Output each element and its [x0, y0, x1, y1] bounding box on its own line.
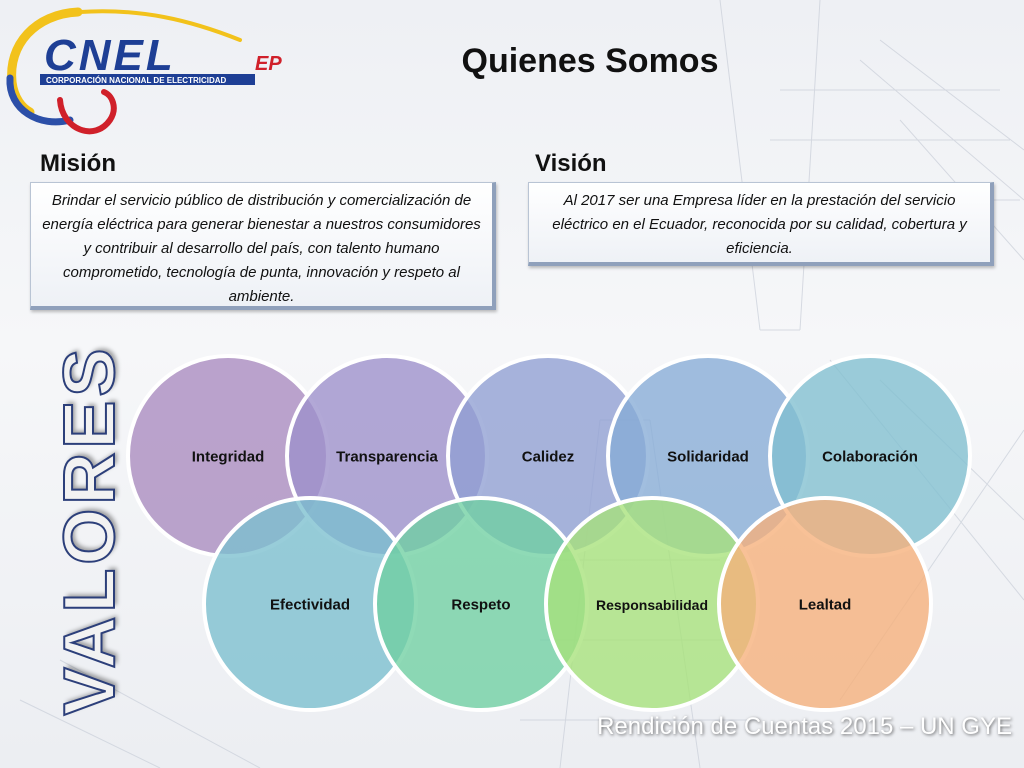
value-label: Transparencia: [336, 448, 438, 466]
value-label: Respeto: [451, 596, 511, 614]
value-label: Integridad: [191, 448, 265, 466]
vision-text: Al 2017 ser una Empresa líder en la pres…: [552, 192, 967, 257]
mision-box: Brindar el servicio público de distribuc…: [30, 182, 496, 310]
value-label: Lealtad: [798, 596, 852, 614]
value-label: Solidaridad: [667, 448, 749, 466]
mision-label: Misión: [40, 150, 116, 177]
value-label: Efectividad: [269, 596, 351, 614]
value-circle-lealtad: [717, 496, 933, 712]
footer-text: Rendición de Cuentas 2015 – UN GYE: [597, 713, 1012, 740]
value-label: Calidez: [521, 448, 575, 466]
vision-label: Visión: [535, 150, 607, 177]
logo-subtitle: CORPORACIÓN NACIONAL DE ELECTRICIDAD: [46, 76, 227, 85]
mision-text: Brindar el servicio público de distribuc…: [42, 192, 481, 305]
page-title: Quienes Somos: [461, 42, 719, 80]
value-label: Responsabilidad: [595, 597, 709, 613]
vision-box: Al 2017 ser una Empresa líder en la pres…: [528, 182, 994, 266]
logo-brand: CNEL: [44, 31, 176, 80]
logo-suffix: EP: [255, 53, 282, 75]
value-label: Colaboración: [822, 448, 918, 466]
cnel-logo: CNEL EP CORPORACIÓN NACIONAL DE ELECTRIC…: [6, 7, 282, 135]
